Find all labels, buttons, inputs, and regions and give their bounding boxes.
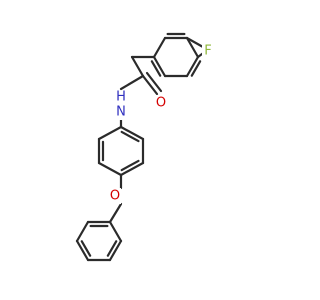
bond-carbonyl-1 [141, 74, 159, 96]
bond-14-double [120, 159, 140, 172]
label-bg-amide-nitrogen [115, 104, 127, 120]
bond-12-double [120, 130, 140, 143]
bond-12 [119, 125, 145, 141]
bond-19 [108, 202, 123, 224]
bond-14 [119, 161, 145, 177]
bond-20 [108, 220, 123, 243]
atom-ether-oxygen: O [110, 189, 120, 204]
molecule-structure: F O N H O [75, 32, 214, 262]
bond-21 [108, 239, 123, 262]
bond-15 [97, 161, 123, 177]
bond-6 [185, 36, 200, 59]
bond-3-double [150, 60, 162, 77]
atom-amide-nitrogen: N [116, 105, 126, 120]
bond-21-double [106, 240, 118, 257]
bond-23 [75, 239, 90, 262]
bond-9 [130, 55, 145, 78]
bond-2 [152, 36, 167, 59]
bond-0 [185, 36, 205, 49]
label-bg-fluorine [202, 43, 214, 59]
bond-10 [119, 74, 145, 91]
bond-23-double [80, 240, 92, 257]
bond-3 [152, 55, 167, 78]
label-bg-carbonyl-oxygen [155, 95, 167, 111]
atom-amide-hydrogen: H [116, 90, 126, 105]
bond-carbonyl-2 [145, 71, 163, 93]
bond-17 [97, 125, 123, 141]
bond-24 [75, 220, 90, 243]
bond-layer [75, 32, 208, 262]
label-bg-ether-oxygen [109, 188, 121, 204]
bond-5 [185, 55, 200, 78]
bond-5-double [190, 60, 202, 77]
atom-carbonyl-oxygen: O [156, 96, 166, 111]
atom-fluorine: F [204, 44, 211, 59]
